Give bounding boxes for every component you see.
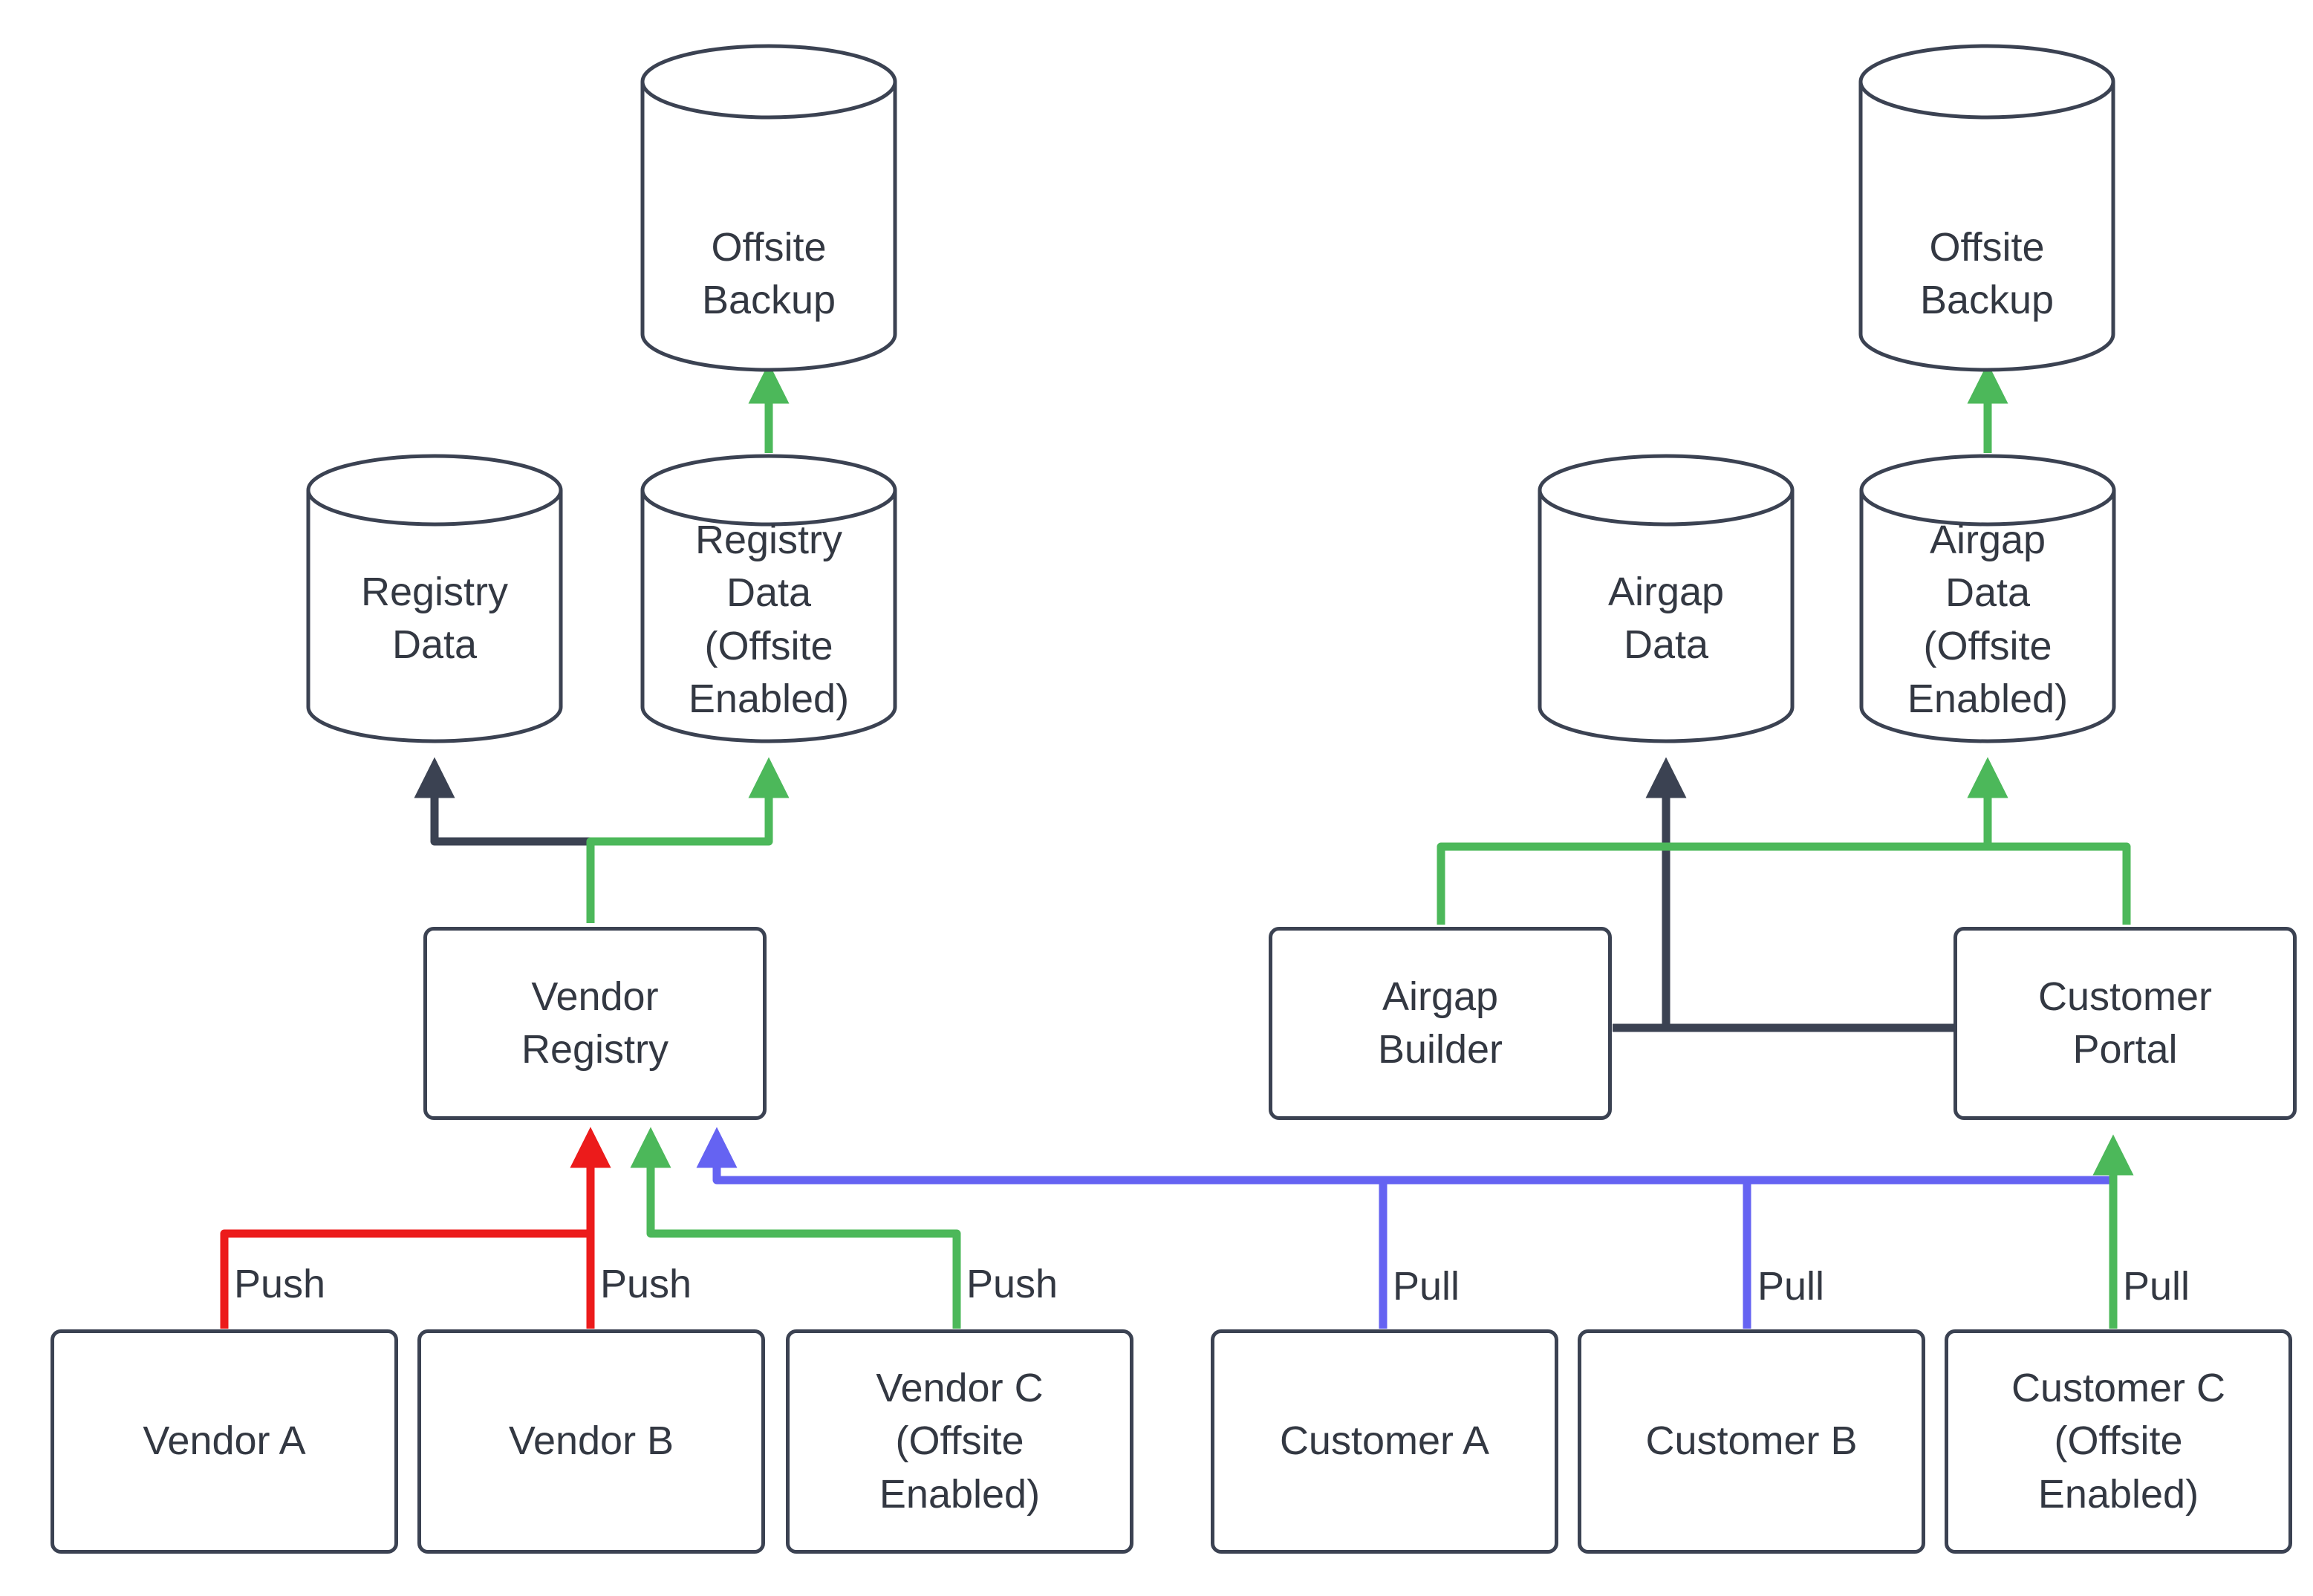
node-vendor-b[interactable]: Vendor B — [417, 1329, 765, 1554]
node-label: Customer C (Offsite Enabled) — [2011, 1366, 2226, 1517]
cylinder-shape — [640, 44, 897, 372]
node-registry-data[interactable]: Registry Data — [305, 454, 565, 743]
edge-vendor-c-to-vendor-registry — [630, 1127, 961, 1329]
node-airgap-builder[interactable]: Airgap Builder — [1269, 927, 1612, 1120]
edge-vendor-registry-to-registry-data-offsite — [586, 757, 790, 923]
node-offsite-backup-left[interactable]: Offsite Backup — [639, 44, 899, 372]
node-label: Vendor C (Offsite Enabled) — [876, 1366, 1044, 1517]
node-customer-a[interactable]: Customer A — [1211, 1329, 1558, 1554]
node-label: Customer Portal — [2037, 974, 2213, 1072]
node-vendor-a[interactable]: Vendor A — [51, 1329, 398, 1554]
cylinder-shape — [1859, 454, 2116, 743]
edge-customer-portal-to-airgap-data-offsite — [1967, 757, 2131, 925]
edge-label-pull-customer-a: Pull — [1393, 1264, 1460, 1309]
edge-vendor-registry-to-registry-data — [414, 757, 595, 923]
edge-label-push-vendor-b: Push — [600, 1262, 692, 1306]
node-customer-c[interactable]: Customer C (Offsite Enabled) — [1945, 1329, 2292, 1554]
node-airgap-data[interactable]: Airgap Data — [1536, 454, 1796, 743]
node-label: Vendor Registry — [521, 974, 669, 1072]
node-customer-portal[interactable]: Customer Portal — [1953, 927, 2297, 1120]
edge-label-pull-customer-b: Pull — [1757, 1264, 1825, 1309]
edge-label-push-vendor-a: Push — [234, 1262, 326, 1306]
node-vendor-registry[interactable]: Vendor Registry — [423, 927, 767, 1120]
cylinder-shape — [640, 454, 897, 743]
node-offsite-backup-right[interactable]: Offsite Backup — [1857, 44, 2117, 372]
cylinder-shape — [1858, 44, 2115, 372]
node-label: Customer A — [1279, 1419, 1490, 1464]
edge-label-pull-customer-c: Pull — [2123, 1264, 2190, 1309]
node-customer-b[interactable]: Customer B — [1578, 1329, 1925, 1554]
node-registry-data-offsite[interactable]: Registry Data (Offsite Enabled) — [639, 454, 899, 743]
node-vendor-c[interactable]: Vendor C (Offsite Enabled) — [786, 1329, 1133, 1554]
node-label: Vendor B — [508, 1419, 674, 1464]
cylinder-shape — [306, 454, 563, 743]
cylinder-shape — [1538, 454, 1795, 743]
node-airgap-data-offsite[interactable]: Airgap Data (Offsite Enabled) — [1858, 454, 2118, 743]
node-label: Vendor A — [143, 1419, 306, 1464]
edge-customer-c-to-vendor-registry — [696, 1127, 2118, 1263]
edge-airgap-builder-to-airgap-data-offsite — [1437, 757, 2008, 925]
node-label: Customer B — [1645, 1419, 1858, 1464]
node-label: Airgap Builder — [1377, 974, 1503, 1072]
edge-label-push-vendor-c: Push — [966, 1262, 1058, 1306]
